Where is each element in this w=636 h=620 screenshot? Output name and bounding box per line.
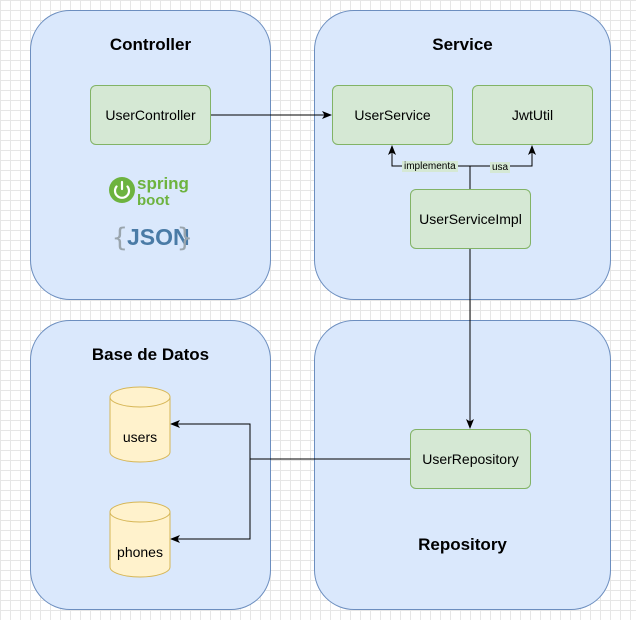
user-service-node[interactable]: UserService	[332, 85, 453, 145]
user-service-impl-node[interactable]: UserServiceImpl	[410, 189, 531, 249]
user-repository-node[interactable]: UserRepository	[410, 429, 531, 489]
controller-group: Controller	[30, 10, 271, 300]
repository-group-title: Repository	[418, 535, 507, 554]
svg-text:{: {	[112, 223, 128, 253]
users-database-label: users	[122, 429, 158, 445]
service-group: Service	[314, 10, 611, 300]
controller-group-title: Controller	[109, 35, 192, 54]
json-logo-word: JSON	[127, 224, 190, 250]
service-group-title: Service	[432, 35, 493, 54]
database-group-title: Base de Datos	[91, 345, 210, 364]
spring-boot-logo: spring boot	[109, 174, 189, 209]
repository-to-users-edge	[170, 420, 410, 460]
phones-database-icon[interactable]	[109, 501, 171, 578]
implementa-edge-label: implementa	[402, 161, 458, 172]
boot-logo-word: boot	[137, 192, 169, 209]
phones-database-label: phones	[117, 544, 163, 560]
json-logo: { JSON }	[112, 223, 193, 253]
user-controller-node[interactable]: UserController	[90, 85, 211, 145]
spring-logo-word: spring	[137, 174, 189, 193]
repository-to-phones-edge	[170, 459, 251, 543]
users-database-icon[interactable]	[109, 386, 171, 463]
jwt-util-node[interactable]: JwtUtil	[472, 85, 593, 145]
svg-text:}: }	[177, 223, 193, 253]
usa-edge-label: usa	[490, 162, 511, 173]
